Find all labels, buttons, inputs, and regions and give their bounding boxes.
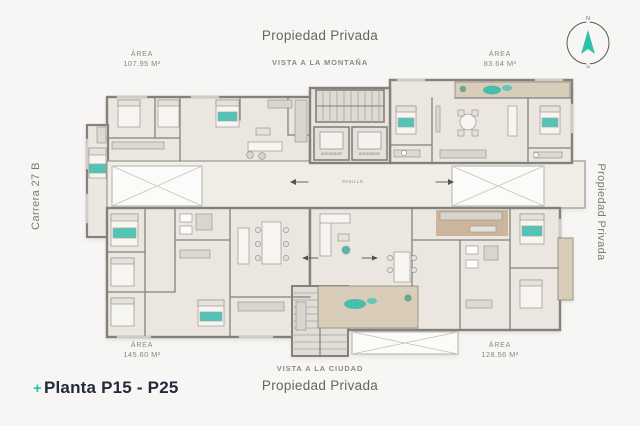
core-elevator-left: ASCENSOR bbox=[313, 126, 350, 161]
area-label-unit-bottom-left: ÁREA 145.60 M² bbox=[123, 342, 161, 359]
void-bottom-x-brace bbox=[351, 331, 459, 355]
area-label-unit-bottom-right: ÁREA 128.56 M² bbox=[481, 342, 519, 359]
corridor-label: PASILLO bbox=[342, 179, 363, 184]
plan-title-text: Planta P15 - P25 bbox=[43, 378, 179, 397]
furniture-bottom-right-unit bbox=[319, 210, 545, 309]
compass-rose: N S bbox=[560, 15, 616, 71]
interior-walls bbox=[106, 96, 573, 338]
label-propiedad-privada-bottom: Propiedad Privada bbox=[261, 378, 379, 393]
label-vista-ciudad: VISTA A LA CIUDAD bbox=[276, 364, 364, 373]
label-vista-montana: VISTA A LA MONTAÑA bbox=[271, 58, 369, 67]
windows bbox=[85, 78, 574, 339]
label-propiedad-privada-top: Propiedad Privada bbox=[261, 28, 379, 43]
furniture-top-right-unit bbox=[393, 105, 563, 159]
area-label-unit-top-right: ÁREA 83.64 M² bbox=[483, 51, 517, 68]
compass-icon bbox=[566, 20, 610, 66]
balcony-top-right-deck bbox=[454, 81, 571, 99]
compass-north-label: N bbox=[584, 16, 592, 22]
area-label-unit-top-left: ÁREA 107.95 M² bbox=[123, 51, 161, 68]
void-right-x-brace bbox=[451, 165, 545, 207]
core-stairs bbox=[315, 89, 385, 123]
plan-title: +Planta P15 - P25 bbox=[33, 378, 179, 398]
entry-arrows bbox=[290, 179, 454, 261]
furniture-top-left-unit bbox=[88, 99, 308, 179]
core-elevator-right: ASCENSOR bbox=[351, 126, 388, 161]
elevator-right-label: ASCENSOR bbox=[359, 152, 381, 156]
terrace-bottom-right bbox=[317, 285, 419, 329]
void-left-x-brace bbox=[111, 165, 203, 207]
elevator-left-label: ASCENSOR bbox=[321, 152, 343, 156]
plan-title-plus: + bbox=[33, 380, 42, 397]
compass-south-label: S bbox=[584, 64, 592, 70]
balcony-east bbox=[557, 237, 574, 301]
furniture-bottom-left-unit bbox=[110, 213, 307, 331]
